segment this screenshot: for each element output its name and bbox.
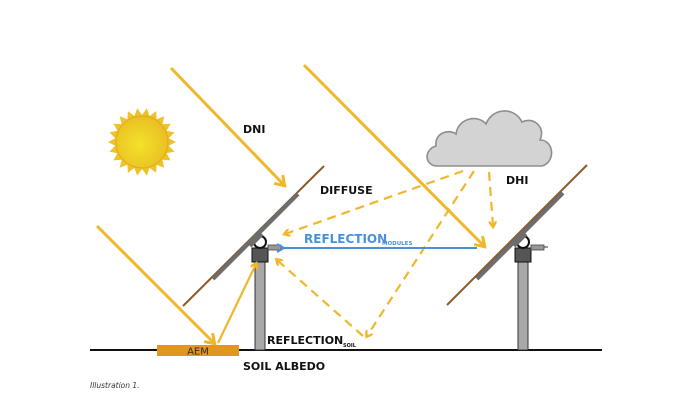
soil-reflect-ray bbox=[277, 260, 364, 337]
reflection-modules-subscript: MODULES bbox=[382, 241, 412, 247]
tracker-left bbox=[182, 165, 325, 351]
aem-pad: AEM bbox=[157, 345, 239, 358]
diffuse-ray-to-left-module bbox=[285, 169, 464, 234]
tracker-right bbox=[446, 164, 588, 351]
dhi-label: DHI bbox=[506, 174, 528, 187]
tracker-left-post bbox=[254, 251, 266, 351]
cloud-icon bbox=[426, 110, 553, 167]
aem-label: AEM bbox=[187, 347, 209, 358]
diffuse-label: DIFFUSE bbox=[320, 184, 373, 197]
aem-reflect-ray bbox=[217, 264, 256, 344]
dni-label: DNI bbox=[243, 123, 265, 136]
dni-ray-left bbox=[169, 66, 284, 185]
soil-albedo-label: SOIL ALBEDO bbox=[243, 360, 325, 373]
sun-icon bbox=[108, 108, 176, 176]
dni-ray-right bbox=[302, 63, 484, 246]
diffuse-ray-down bbox=[487, 171, 493, 226]
reflection-modules-label: REFLECTION bbox=[304, 232, 387, 246]
diffuse-ray-to-soil bbox=[367, 170, 475, 336]
tracker-right-module bbox=[446, 164, 588, 306]
figure-caption: Illustration 1. bbox=[90, 381, 140, 390]
tracker-right-post bbox=[517, 251, 529, 351]
ground-ray bbox=[95, 224, 214, 343]
reflection-soil-subscript: SOIL bbox=[343, 343, 357, 349]
reflection-soil-label: REFLECTION bbox=[267, 334, 343, 347]
